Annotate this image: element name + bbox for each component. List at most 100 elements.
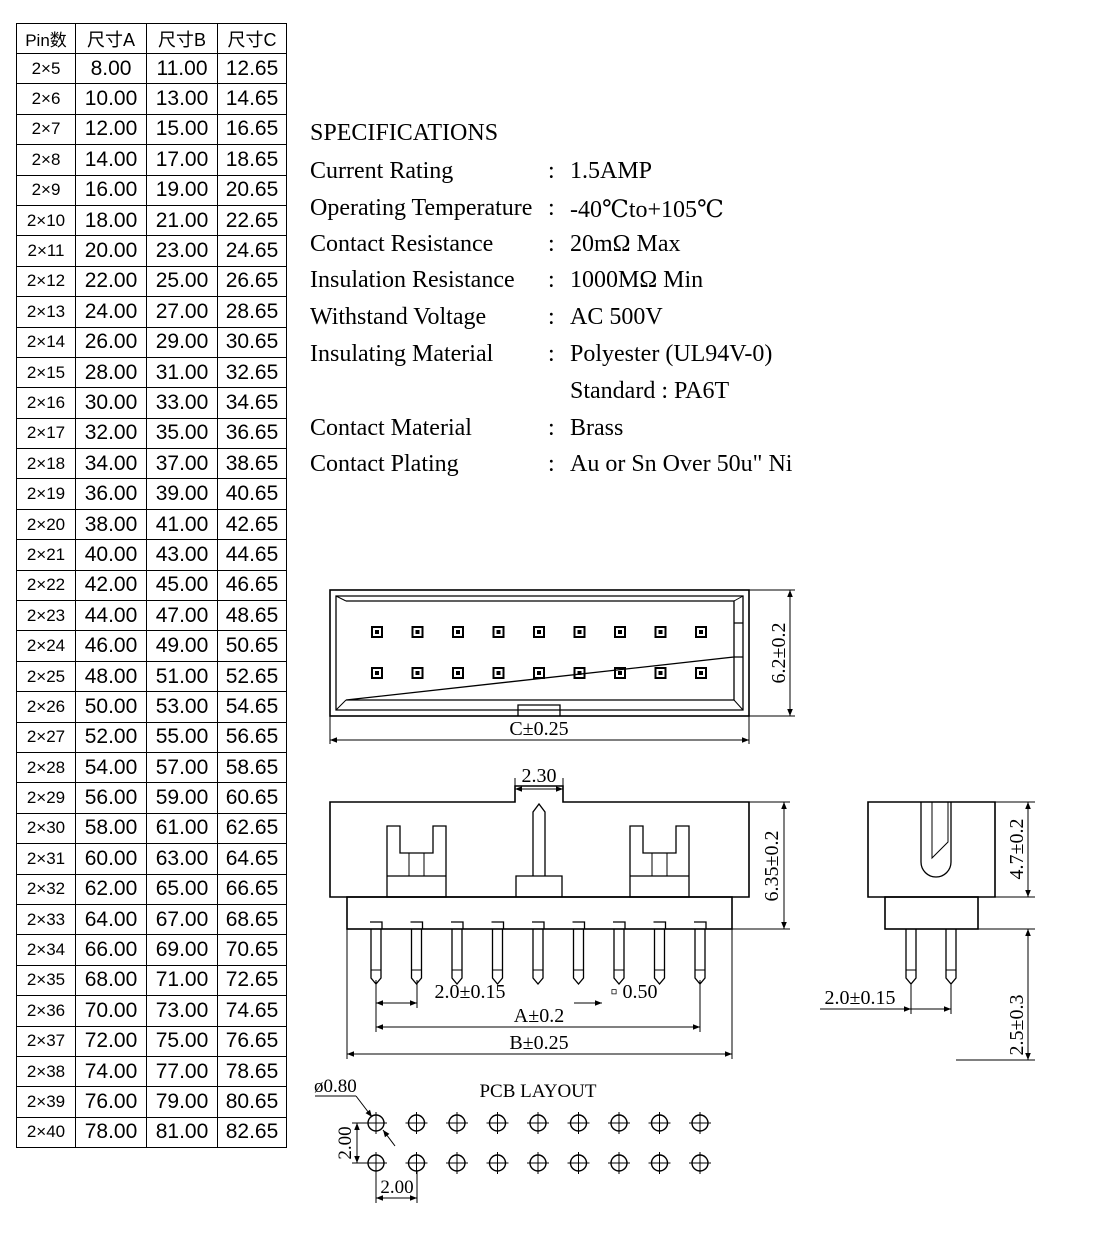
cell-size-a: 60.00 — [75, 843, 147, 875]
cell-size-b: 43.00 — [146, 539, 218, 571]
cell-pin-count: 2×36 — [16, 995, 76, 1027]
top-pin-square — [654, 626, 667, 638]
top-view-key-slot — [517, 704, 561, 716]
cell-size-c: 46.65 — [217, 569, 287, 602]
front-view-base — [346, 896, 733, 930]
top-view — [329, 589, 795, 744]
cell-pin-count: 2×19 — [16, 478, 76, 510]
top-pin-dot — [496, 630, 501, 634]
pcb-hole-crosshair — [527, 1152, 549, 1174]
spec-label: Current Rating — [310, 158, 454, 184]
cell-pin-count: 2×11 — [16, 235, 76, 267]
cell-size-b: 35.00 — [146, 417, 218, 450]
cell-pin-count: 2×27 — [16, 721, 76, 753]
cell-size-c: 68.65 — [217, 903, 287, 936]
pcb-hole-crosshair — [567, 1112, 590, 1134]
cell-pin-count: 2×23 — [16, 600, 76, 632]
pcb-hole-crosshair — [446, 1152, 468, 1174]
spec-colon: : — [548, 415, 555, 441]
pcb-hole-crosshair — [446, 1112, 468, 1134]
cell-pin-count: 2×37 — [16, 1025, 76, 1057]
front-pin — [613, 921, 626, 986]
top-pin-dot — [415, 671, 420, 675]
cell-pin-count: 2×26 — [16, 691, 76, 723]
cell-size-c: 48.65 — [217, 600, 287, 632]
label-front-height: 6.35±0.2 — [761, 831, 783, 902]
cell-size-b: 59.00 — [146, 782, 218, 814]
cell-size-a: 12.00 — [75, 113, 147, 146]
label-pcb-row-pitch: 2.00 — [335, 1126, 356, 1159]
cell-size-c: 76.65 — [217, 1025, 287, 1057]
cell-size-c: 82.65 — [217, 1116, 287, 1149]
front-pin — [572, 921, 586, 986]
spec-value: Au or Sn Over 50u" Ni — [570, 451, 793, 477]
cell-size-c: 72.65 — [217, 964, 287, 997]
cell-pin-count: 2×30 — [16, 812, 76, 845]
cell-size-c: 70.65 — [217, 934, 287, 966]
cell-pin-count: 2×29 — [16, 782, 76, 814]
pcb-hole-crosshair — [405, 1112, 428, 1134]
cell-size-b: 71.00 — [146, 964, 218, 997]
cell-size-b: 67.00 — [146, 903, 218, 936]
top-pin-dot — [658, 630, 663, 634]
cell-size-a: 66.00 — [75, 934, 147, 966]
cell-size-b: 77.00 — [146, 1055, 218, 1088]
side-view — [820, 801, 1035, 1061]
cell-size-b: 37.00 — [146, 448, 218, 480]
top-pin-square — [492, 626, 505, 638]
cell-size-b: 53.00 — [146, 691, 218, 723]
pcb-hole-crosshair — [608, 1112, 630, 1134]
spec-label: Operating Temperature — [310, 195, 533, 221]
cell-size-b: 27.00 — [146, 296, 218, 328]
cell-size-c: 64.65 — [217, 843, 287, 875]
cell-size-c: 16.65 — [217, 113, 287, 146]
cell-size-b: 29.00 — [146, 326, 218, 358]
front-view-key-block — [515, 875, 563, 897]
spec-colon: : — [548, 341, 555, 367]
cell-size-b: 79.00 — [146, 1086, 218, 1118]
label-pcb-col-pitch: 2.00 — [380, 1177, 413, 1198]
spec-value: 1.5AMP — [570, 158, 653, 184]
cell-size-c: 18.65 — [217, 144, 287, 176]
cell-size-b: 11.00 — [146, 52, 218, 85]
pcb-hole-crosshair — [648, 1112, 671, 1134]
top-view-cavity — [345, 600, 743, 701]
top-pin-dot — [577, 671, 582, 675]
cell-size-a: 68.00 — [75, 964, 147, 997]
cell-size-a: 48.00 — [75, 660, 147, 693]
cell-size-a: 58.00 — [75, 812, 147, 845]
cell-size-c: 34.65 — [217, 387, 287, 419]
top-pin-square — [411, 667, 424, 679]
pcb-layout — [315, 1095, 711, 1203]
top-pin-square — [614, 626, 626, 638]
spec-label: Withstand Voltage — [310, 304, 487, 330]
cell-size-b: 65.00 — [146, 873, 218, 905]
cell-size-a: 28.00 — [75, 356, 147, 389]
cell-size-c: 60.65 — [217, 782, 287, 814]
top-pin-dot — [375, 630, 379, 634]
cell-size-a: 18.00 — [75, 204, 147, 237]
cell-size-a: 24.00 — [75, 296, 147, 328]
label-side-pitch: 2.0±0.15 — [825, 987, 896, 1009]
spec-colon: : — [548, 304, 555, 330]
table-header-row: Pin数 尺寸A 尺寸B 尺寸C — [16, 23, 287, 54]
cell-size-c: 56.65 — [217, 721, 287, 753]
pcb-hole-crosshair — [689, 1152, 711, 1174]
cell-pin-count: 2×31 — [16, 843, 76, 875]
front-pin — [370, 921, 383, 986]
